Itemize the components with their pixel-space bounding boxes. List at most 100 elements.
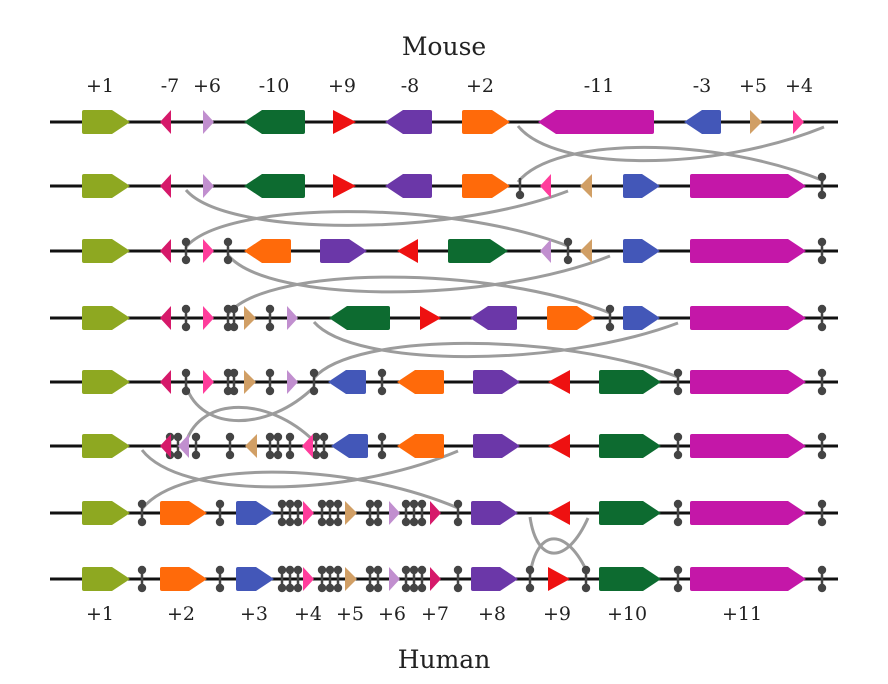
- gene-+1-row-1: [82, 110, 130, 134]
- gene--2-row-6: [397, 434, 444, 458]
- gene-+10-row-5: [599, 370, 661, 394]
- gene-+1-row-3: [82, 239, 130, 263]
- gene-+6-row-4: [287, 306, 298, 330]
- mouse-title: Mouse: [402, 32, 486, 61]
- breakpoint-marker-row-8-13: [417, 565, 427, 593]
- human-title: Human: [398, 645, 491, 674]
- breakpoint-marker-row-7-10: [373, 499, 383, 527]
- breakpoint-marker-row-8-1: [137, 565, 147, 593]
- human-gene-label-8: +8: [478, 603, 506, 625]
- breakpoint-marker-row-2-2: [817, 172, 827, 200]
- gene-+6-row-7: [389, 501, 400, 525]
- gene--5-row-6: [245, 434, 257, 458]
- gene-+10-row-3: [448, 239, 508, 263]
- breakpoint-marker-row-8-5: [293, 565, 303, 593]
- gene--7-row-2: [160, 174, 171, 198]
- human-gene-label-6: +6: [378, 603, 406, 625]
- breakpoint-marker-row-5-4: [265, 368, 275, 396]
- reversal-arc-5-a: [184, 385, 316, 423]
- gene-+8-row-6: [473, 434, 520, 458]
- gene-+5-row-8: [345, 567, 357, 591]
- breakpoint-marker-row-4-5: [605, 304, 615, 332]
- gene--10-row-2: [244, 174, 305, 198]
- gene--4-row-2: [540, 174, 551, 198]
- reversal-arc-4-a: [312, 321, 679, 359]
- gene-+11-row-6: [690, 434, 806, 458]
- gene-+4-row-5: [203, 370, 214, 394]
- breakpoint-marker-row-6-11: [673, 432, 683, 460]
- gene-blocks: [82, 110, 806, 591]
- breakpoint-marker-row-8-2: [215, 565, 225, 593]
- mouse-gene-label-11: +4: [785, 75, 813, 97]
- gene--6-row-3: [540, 239, 551, 263]
- gene-+4-row-3: [203, 239, 214, 263]
- gene--8-row-4: [470, 306, 517, 330]
- gene-+11-row-4: [690, 306, 806, 330]
- breakpoint-marker-row-3-1: [181, 237, 191, 265]
- breakpoint-marker-row-5-7: [673, 368, 683, 396]
- breakpoint-marker-row-5-6: [377, 368, 387, 396]
- breakpoint-marker-row-2-1: [515, 178, 525, 200]
- gene-+10-row-7: [599, 501, 661, 525]
- gene-+3-row-7: [236, 501, 274, 525]
- breakpoint-marker-row-7-12: [409, 499, 419, 527]
- mouse-gene-labels: +1-7+6-10+9-8+2-11-3+5+4: [86, 75, 813, 97]
- gene--7-row-1: [160, 110, 171, 134]
- mouse-gene-label-6: -8: [401, 75, 420, 97]
- breakpoint-marker-row-6-3: [191, 432, 201, 460]
- gene-+1-row-6: [82, 434, 130, 458]
- breakpoints: [137, 172, 827, 593]
- breakpoint-marker-row-8-17: [673, 565, 683, 593]
- breakpoint-marker-row-7-6: [317, 499, 327, 527]
- gene-+6-row-5: [287, 370, 298, 394]
- mouse-gene-label-4: -10: [259, 75, 290, 97]
- gene--3-row-1: [684, 110, 721, 134]
- reversal-arc-3-b: [226, 275, 611, 315]
- breakpoint-marker-row-4-6: [817, 304, 827, 332]
- reversal-arc-5-b: [184, 405, 316, 443]
- human-gene-label-2: +2: [167, 603, 195, 625]
- breakpoint-marker-row-8-18: [817, 565, 827, 593]
- gene-+4-row-7: [303, 501, 314, 525]
- gene-+5-row-4: [244, 306, 256, 330]
- reversal-arc-1-a: [516, 125, 825, 163]
- gene--5-row-2: [580, 174, 592, 198]
- gene-+2-row-8: [160, 567, 207, 591]
- breakpoint-marker-row-8-15: [525, 565, 535, 593]
- gene-+8-row-8: [471, 567, 518, 591]
- breakpoint-marker-row-6-6: [273, 432, 283, 460]
- reversal-arc-2-b: [184, 210, 569, 248]
- gene--8-row-1: [385, 110, 432, 134]
- breakpoint-marker-row-5-8: [817, 368, 827, 396]
- breakpoint-marker-row-8-7: [325, 565, 335, 593]
- breakpoint-marker-row-8-9: [365, 565, 375, 593]
- reversal-arc-7-b: [528, 537, 590, 576]
- reversal-arc-6-b: [140, 470, 459, 510]
- breakpoint-marker-row-7-4: [285, 499, 295, 527]
- gene-+11-row-3: [690, 239, 806, 263]
- gene--9-row-7: [548, 501, 570, 525]
- breakpoint-marker-row-7-1: [137, 499, 147, 527]
- breakpoint-marker-row-8-6: [317, 565, 327, 593]
- gene-+11-row-5: [690, 370, 806, 394]
- gene-+1-row-5: [82, 370, 130, 394]
- mouse-gene-label-2: -7: [161, 75, 180, 97]
- gene-+3-row-3: [623, 239, 660, 263]
- breakpoint-marker-row-7-16: [817, 499, 827, 527]
- gene--6-row-6: [178, 434, 189, 458]
- breakpoint-marker-row-8-3: [277, 565, 287, 593]
- gene-+9-row-1: [333, 110, 356, 134]
- breakpoint-marker-row-6-10: [377, 432, 387, 460]
- gene-+8-row-7: [471, 501, 518, 525]
- gene-+11-row-2: [690, 174, 806, 198]
- reversal-arc-3-a: [226, 254, 611, 294]
- gene-+5-row-7: [345, 501, 357, 525]
- gene-+2-row-1: [462, 110, 510, 134]
- breakpoint-marker-row-4-3: [229, 304, 239, 332]
- breakpoint-marker-row-6-8: [311, 432, 321, 460]
- gene--2-row-5: [397, 370, 444, 394]
- mouse-gene-label-1: +1: [86, 75, 114, 97]
- gene-+1-row-7: [82, 501, 130, 525]
- gene-+4-row-1: [793, 110, 804, 134]
- breakpoint-marker-row-7-11: [401, 499, 411, 527]
